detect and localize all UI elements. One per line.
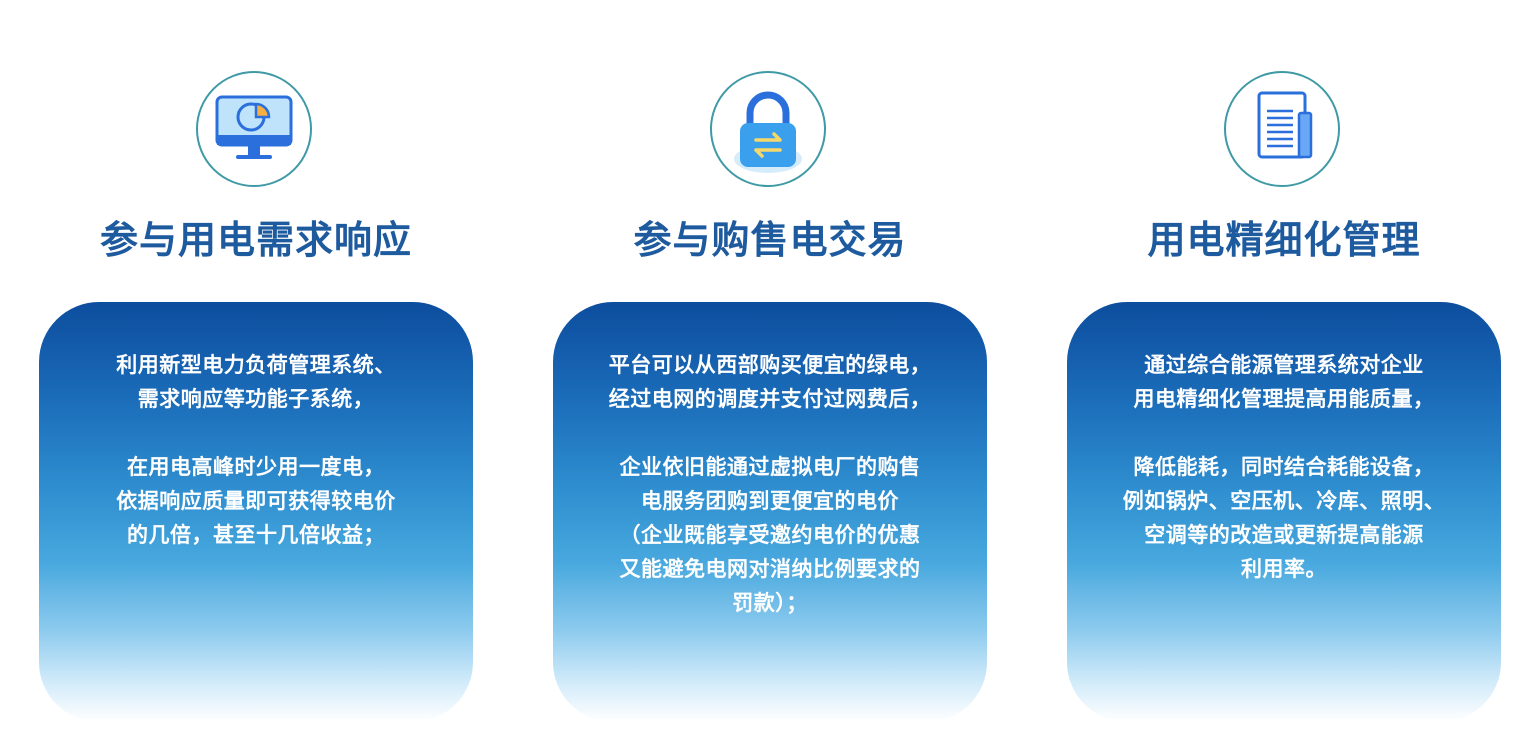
card-line: 的几倍，甚至十几倍收益；	[127, 523, 385, 547]
card-line: 空调等的改造或更新提高能源	[1144, 523, 1424, 547]
feature-card: 利用新型电力负荷管理系统、 需求响应等功能子系统， 在用电高峰时少用一度电， 依…	[39, 302, 473, 722]
card-line: 电服务团购到更便宜的电价	[641, 489, 899, 513]
card-line: 通过综合能源管理系统对企业	[1144, 353, 1424, 377]
feature-title: 参与用电需求响应	[99, 218, 412, 262]
card-line: （企业既能享受邀约电价的优惠	[619, 523, 921, 547]
card-line: 在用电高峰时少用一度电，	[127, 455, 385, 479]
feature-column-power-trading: 参与购售电交易 平台可以从西部购买便宜的绿电， 经过电网的调度并支付过网费后， …	[553, 0, 987, 750]
padlock-exchange-icon	[710, 71, 826, 187]
card-paragraph: 在用电高峰时少用一度电， 依据响应质量即可获得较电价 的几倍，甚至十几倍收益；	[39, 450, 473, 552]
card-line: 罚款）；	[732, 591, 808, 615]
monitor-pie-chart-icon	[196, 71, 312, 187]
feature-card: 平台可以从西部购买便宜的绿电， 经过电网的调度并支付过网费后， 企业依旧能通过虚…	[553, 302, 987, 722]
feature-title: 用电精细化管理	[1147, 218, 1421, 262]
card-paragraph: 企业依旧能通过虚拟电厂的购售 电服务团购到更便宜的电价 （企业既能享受邀约电价的…	[553, 450, 987, 620]
feature-column-fine-management: 用电精细化管理 通过综合能源管理系统对企业 用电精细化管理提高用能质量， 降低能…	[1067, 0, 1501, 750]
feature-title: 参与购售电交易	[633, 218, 907, 262]
document-icon	[1224, 71, 1340, 187]
card-line: 用电精细化管理提高用能质量，	[1133, 387, 1435, 411]
card-line: 依据响应质量即可获得较电价	[116, 489, 396, 513]
card-line: 需求响应等功能子系统，	[137, 387, 375, 411]
card-paragraph: 通过综合能源管理系统对企业 用电精细化管理提高用能质量，	[1067, 348, 1501, 416]
feature-card: 通过综合能源管理系统对企业 用电精细化管理提高用能质量， 降低能耗，同时结合耗能…	[1067, 302, 1501, 722]
card-line: 企业依旧能通过虚拟电厂的购售	[619, 455, 921, 479]
card-paragraph: 降低能耗，同时结合耗能设备， 例如锅炉、空压机、冷库、照明、 空调等的改造或更新…	[1067, 450, 1501, 586]
feature-column-demand-response: 参与用电需求响应 利用新型电力负荷管理系统、 需求响应等功能子系统， 在用电高峰…	[39, 0, 473, 750]
card-paragraph: 平台可以从西部购买便宜的绿电， 经过电网的调度并支付过网费后，	[553, 348, 987, 416]
card-line: 降低能耗，同时结合耗能设备，	[1133, 455, 1435, 479]
card-line: 平台可以从西部购买便宜的绿电，	[608, 353, 932, 377]
card-line: 又能避免电网对消纳比例要求的	[619, 557, 921, 581]
card-line: 利用新型电力负荷管理系统、	[116, 353, 396, 377]
card-line: 例如锅炉、空压机、冷库、照明、	[1122, 489, 1446, 513]
card-line: 经过电网的调度并支付过网费后，	[608, 387, 932, 411]
card-line: 利用率。	[1241, 557, 1327, 581]
card-paragraph: 利用新型电力负荷管理系统、 需求响应等功能子系统，	[39, 348, 473, 416]
